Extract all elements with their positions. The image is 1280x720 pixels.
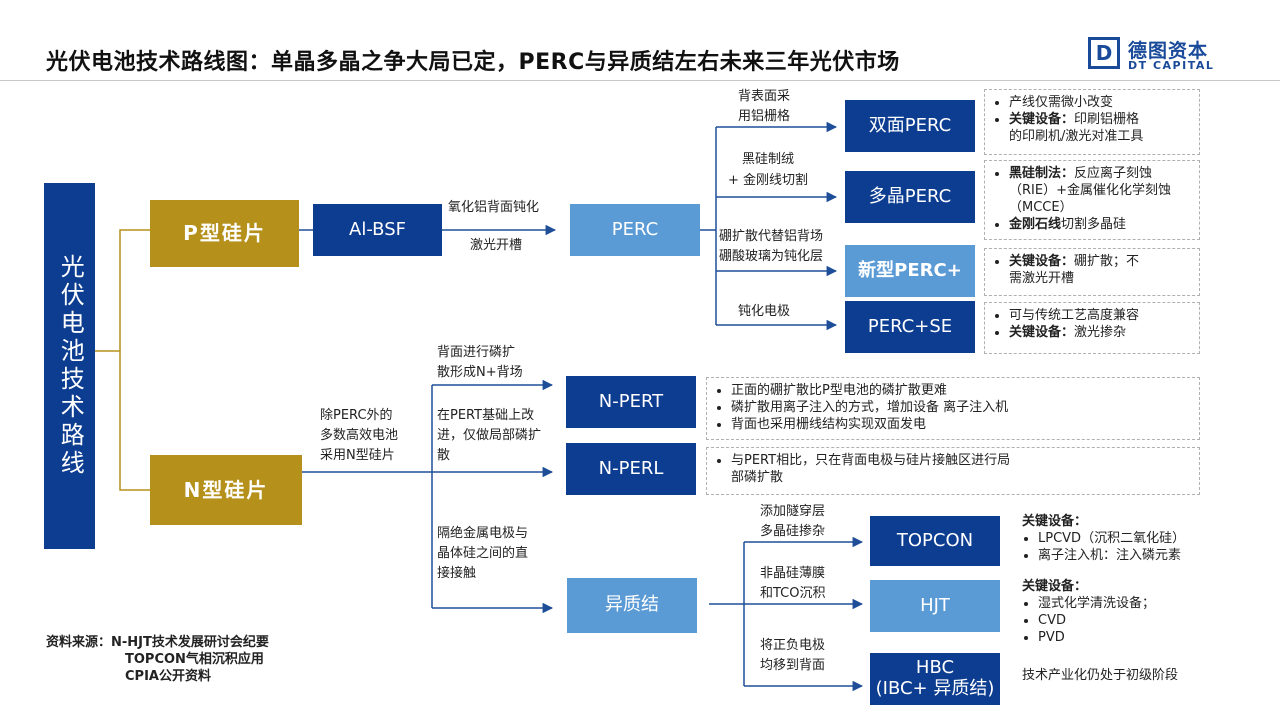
label-back-al-grid-1: 背表面采 <box>738 89 791 104</box>
hjt-box: HJT <box>870 580 1000 632</box>
note-text: 印刷铝栅格 <box>1074 112 1140 127</box>
hjt-equipment: 关键设备： 湿式化学清洗设备； CVD PVD <box>1022 578 1155 646</box>
bifacial-perc-box: 双面PERC <box>845 100 975 152</box>
label-perl-2: 进，仅做局部磷扩 <box>437 428 542 443</box>
header-divider <box>0 80 1280 81</box>
dt-logo-icon: D <box>1088 37 1120 69</box>
note-text: 反应离子刻蚀 <box>1074 166 1153 181</box>
note-item: 背面也采用栅线结构实现双面发电 <box>731 416 1191 433</box>
note-perc-se: 可与传统工艺高度兼容 关键设备：激光掺杂 <box>984 302 1200 354</box>
note-text: 激光掺杂 <box>1074 325 1127 340</box>
n-type-wafer-box: N型硅片 <box>150 455 302 525</box>
note-continuation: 的印刷机/激光对准工具 <box>1009 129 1144 144</box>
page-title: 光伏电池技术路线图：单晶多晶之争大局已定，PERC与异质结左右未来三年光伏市场 <box>46 50 900 75</box>
multi-perc-box: 多晶PERC <box>845 171 975 223</box>
note-n-pert: 正面的硼扩散比P型电池的磷扩散更难 磷扩散用离子注入的方式，增加设备 离子注入机… <box>706 377 1200 440</box>
note-bold: 金刚石线 <box>1009 217 1062 232</box>
label-n-reason-2: 多数高效电池 <box>320 428 399 443</box>
source-item: N-HJT技术发展研讨会纪要 <box>111 635 269 650</box>
label-hjt-2: 和TCO沉积 <box>760 586 826 601</box>
note-item: 湿式化学清洗设备； <box>1038 595 1155 612</box>
note-item: 关键设备：激光掺杂 <box>1009 324 1191 341</box>
note-continuation: 需激光开槽 <box>1009 271 1075 286</box>
note-continuation: （MCCE） <box>1009 200 1073 215</box>
note-item: 金刚石线切割多晶硅 <box>1009 216 1191 233</box>
label-pert-1: 背面进行磷扩 <box>437 345 516 360</box>
label-hjt-1: 非晶硅薄膜 <box>760 566 826 581</box>
n-pert-box: N-PERT <box>566 376 696 428</box>
note-bold: 关键设备： <box>1009 325 1075 340</box>
source-item: CPIA公开资料 <box>125 669 211 684</box>
logo-english-name: DT CAPITAL <box>1128 59 1215 72</box>
source-block: 资料来源：N-HJT技术发展研讨会纪要 TOPCON气相沉积应用 CPIA公开资… <box>46 634 269 685</box>
heterojunction-box: 异质结 <box>567 578 697 633</box>
label-topcon-2: 多晶硅掺杂 <box>760 524 826 539</box>
label-n-reason-3: 采用N型硅片 <box>320 448 395 463</box>
note-text: 硼扩散；不 <box>1074 254 1140 269</box>
hbc-note: 技术产业化仍处于初级阶段 <box>1022 668 1179 683</box>
note-item: 离子注入机：注入磷元素 <box>1038 547 1185 564</box>
note-item: 可与传统工艺高度兼容 <box>1009 307 1191 324</box>
label-perl-3: 散 <box>437 448 451 463</box>
source-label: 资料来源： <box>46 635 112 650</box>
note-continuation: （RIE）+金属催化化学刻蚀 <box>1009 183 1171 198</box>
note-multi-perc: 黑硅制法：反应离子刻蚀 （RIE）+金属催化化学刻蚀 （MCCE） 金刚石线切割… <box>984 160 1200 240</box>
note-bold: 关键设备： <box>1009 254 1075 269</box>
label-back-al-grid-2: 用铝栅格 <box>738 109 791 124</box>
hbc-title: HBC <box>915 657 955 679</box>
label-hbc-2: 均移到背面 <box>760 658 826 673</box>
topcon-equipment: 关键设备： LPCVD（沉积二氧化硅） 离子注入机：注入磷元素 <box>1022 513 1185 564</box>
note-item: PVD <box>1038 629 1155 646</box>
al-bsf-box: Al-BSF <box>313 204 442 256</box>
hbc-box: HBC (IBC+ 异质结) <box>870 653 1000 705</box>
perc-se-box: PERC+SE <box>845 301 975 353</box>
note-item: 产线仅需微小改变 <box>1009 94 1191 111</box>
label-topcon-1: 添加隧穿层 <box>760 504 826 519</box>
label-laser-grooving: 激光开槽 <box>470 238 523 253</box>
p-type-wafer-box: P型硅片 <box>150 200 299 267</box>
note-item: 黑硅制法：反应离子刻蚀 <box>1009 165 1191 182</box>
hbc-subtitle: (IBC+ 异质结) <box>875 678 995 699</box>
label-perl-1: 在PERT基础上改 <box>437 408 535 423</box>
label-hetero-2: 晶体硅之间的直 <box>437 546 529 561</box>
label-alumina-passivation: 氧化铝背面钝化 <box>448 200 540 215</box>
note-n-perl: 与PERT相比，只在背面电极与硅片接触区进行局 部磷扩散 <box>706 447 1200 495</box>
note-item: 磷扩散用离子注入的方式，增加设备 离子注入机 <box>731 399 1191 416</box>
label-boron-diffusion-2: 硼酸玻璃为钝化层 <box>719 249 824 264</box>
note-item: CVD <box>1038 612 1155 629</box>
topcon-equipment-heading: 关键设备： <box>1022 514 1088 529</box>
note-bifacial-perc: 产线仅需微小改变 关键设备：印刷铝栅格 的印刷机/激光对准工具 <box>984 89 1200 155</box>
note-continuation: 部磷扩散 <box>731 470 784 485</box>
label-pert-2: 散形成N+背场 <box>437 365 523 380</box>
label-black-silicon-2: + 金刚线切割 <box>728 173 809 188</box>
note-item: 关键设备：硼扩散；不 <box>1009 253 1191 270</box>
note-item: 与PERT相比，只在背面电极与硅片接触区进行局 <box>731 452 1191 469</box>
label-passivated-electrode: 钝化电极 <box>738 304 791 319</box>
main-route-box: 光伏电池技术路线 <box>44 183 95 549</box>
label-boron-diffusion-1: 硼扩散代替铝背场 <box>719 229 824 244</box>
label-hetero-3: 接接触 <box>437 566 477 581</box>
note-item: LPCVD（沉积二氧化硅） <box>1038 530 1185 547</box>
note-text: 切割多晶硅 <box>1061 217 1127 232</box>
label-n-reason-1: 除PERC外的 <box>320 408 393 423</box>
hjt-equipment-heading: 关键设备： <box>1022 579 1088 594</box>
note-item: 关键设备：印刷铝栅格 <box>1009 111 1191 128</box>
new-perc-plus-box: 新型PERC+ <box>845 245 975 297</box>
source-item: TOPCON气相沉积应用 <box>125 652 264 667</box>
note-new-perc: 关键设备：硼扩散；不 需激光开槽 <box>984 248 1200 296</box>
perc-box: PERC <box>570 204 700 256</box>
note-item: 正面的硼扩散比P型电池的磷扩散更难 <box>731 382 1191 399</box>
label-hbc-1: 将正负电极 <box>760 638 826 653</box>
n-perl-box: N-PERL <box>566 443 696 495</box>
note-bold: 黑硅制法： <box>1009 166 1075 181</box>
note-bold: 关键设备： <box>1009 112 1075 127</box>
label-black-silicon-1: 黑硅制绒 <box>742 152 795 167</box>
label-hetero-1: 隔绝金属电极与 <box>437 526 529 541</box>
topcon-box: TOPCON <box>870 516 1000 566</box>
source-line: 资料来源：N-HJT技术发展研讨会纪要 <box>46 634 269 651</box>
logo-chinese-name: 德图资本 <box>1128 40 1209 62</box>
